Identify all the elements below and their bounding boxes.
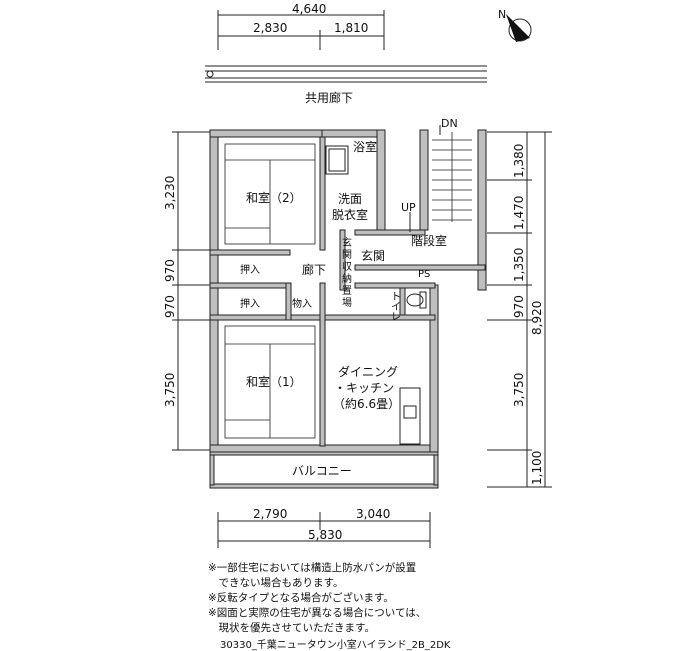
kitchen-counter [399,387,421,445]
label-japanese-room-1: 和室（1） [246,374,302,389]
dim-bottom-right: 3,040 [356,507,390,521]
dim-right-3: 1,350 [512,248,526,282]
dim-right-total: 8,920 [530,301,544,335]
label-storage: 物入 [292,297,312,310]
label-toilet-2: イ [391,302,401,313]
label-ps: PS [418,269,430,280]
label-dk-3: （約6.6畳） [333,396,400,411]
note-line: ※図面と実際の住宅が異なる場合については、 [208,607,427,619]
label-closet-a: 押入 [240,263,260,276]
dim-right-1: 1,380 [512,144,526,178]
note-line: ※反転タイプとなる場合がございます。 [208,592,394,604]
label-closet-b: 押入 [240,297,260,310]
dim-top-total: 4,640 [292,2,326,16]
dim-top-left: 2,830 [253,21,287,35]
dim-left-3: 970 [163,295,177,318]
label-dk-1: ダイニング [338,364,398,379]
note-line: 現状を優先させていただきます。 [208,622,375,634]
svg-text:N: N [498,8,506,21]
dim-right-6: 1,100 [530,451,544,485]
label-toilet-1: ト [391,292,401,303]
label-entrance-storage-6: 場 [342,296,352,309]
label-stairs: 階段室 [411,233,447,248]
label-entrance-storage-2: 関 [342,249,352,261]
label-entrance: 玄関 [361,248,385,263]
label-entrance-storage-5: 置 [342,285,352,297]
note-line: ※一部住宅においては構造上防水パンが設置 [208,562,417,574]
walls [209,129,487,489]
tatami-lines [224,143,316,439]
dim-left-4: 3,750 [163,373,177,407]
dim-right-4: 970 [512,295,526,318]
dim-right-2: 1,470 [512,196,526,230]
label-entrance-storage-1: 玄 [342,236,352,249]
notes: ※一部住宅においては構造上防水パンが設置 できない場合もあります。 ※反転タイプ… [208,561,508,636]
dim-top-right: 1,810 [334,21,368,35]
label-toilet-3: レ [391,312,401,323]
dim-left-1: 3,230 [163,176,177,210]
dim-right-5: 3,750 [512,373,526,407]
label-hallway: 廊下 [302,262,326,277]
dim-bottom-total: 5,830 [308,528,342,542]
north-arrow-icon: N [498,8,532,42]
stairs-treads [432,132,472,222]
bathtub-icon [325,145,349,175]
label-balcony: バルコニー [292,464,352,478]
label-japanese-room-2: 和室（2） [246,190,302,205]
label-entrance-storage-3: 収 [342,261,352,273]
dim-bottom-left: 2,790 [253,507,287,521]
label-up: UP [401,201,416,214]
label-washroom-2: 脱衣室 [332,207,368,222]
toilet-icon [406,291,427,309]
label-washroom-1: 洗面 [338,192,362,206]
label-dn: DN [441,117,458,130]
label-shared-corridor: 共用廊下 [305,90,353,105]
label-entrance-storage-4: 納 [342,272,352,285]
caption: 30330_千葉ニュータウン小室ハイランド_2B_2DK [220,640,451,651]
dim-left-2: 970 [163,259,177,282]
label-bath: 浴室 [353,139,377,154]
note-line: できない場合もあります。 [208,577,344,589]
label-dk-2: ・キッチン [334,381,394,395]
